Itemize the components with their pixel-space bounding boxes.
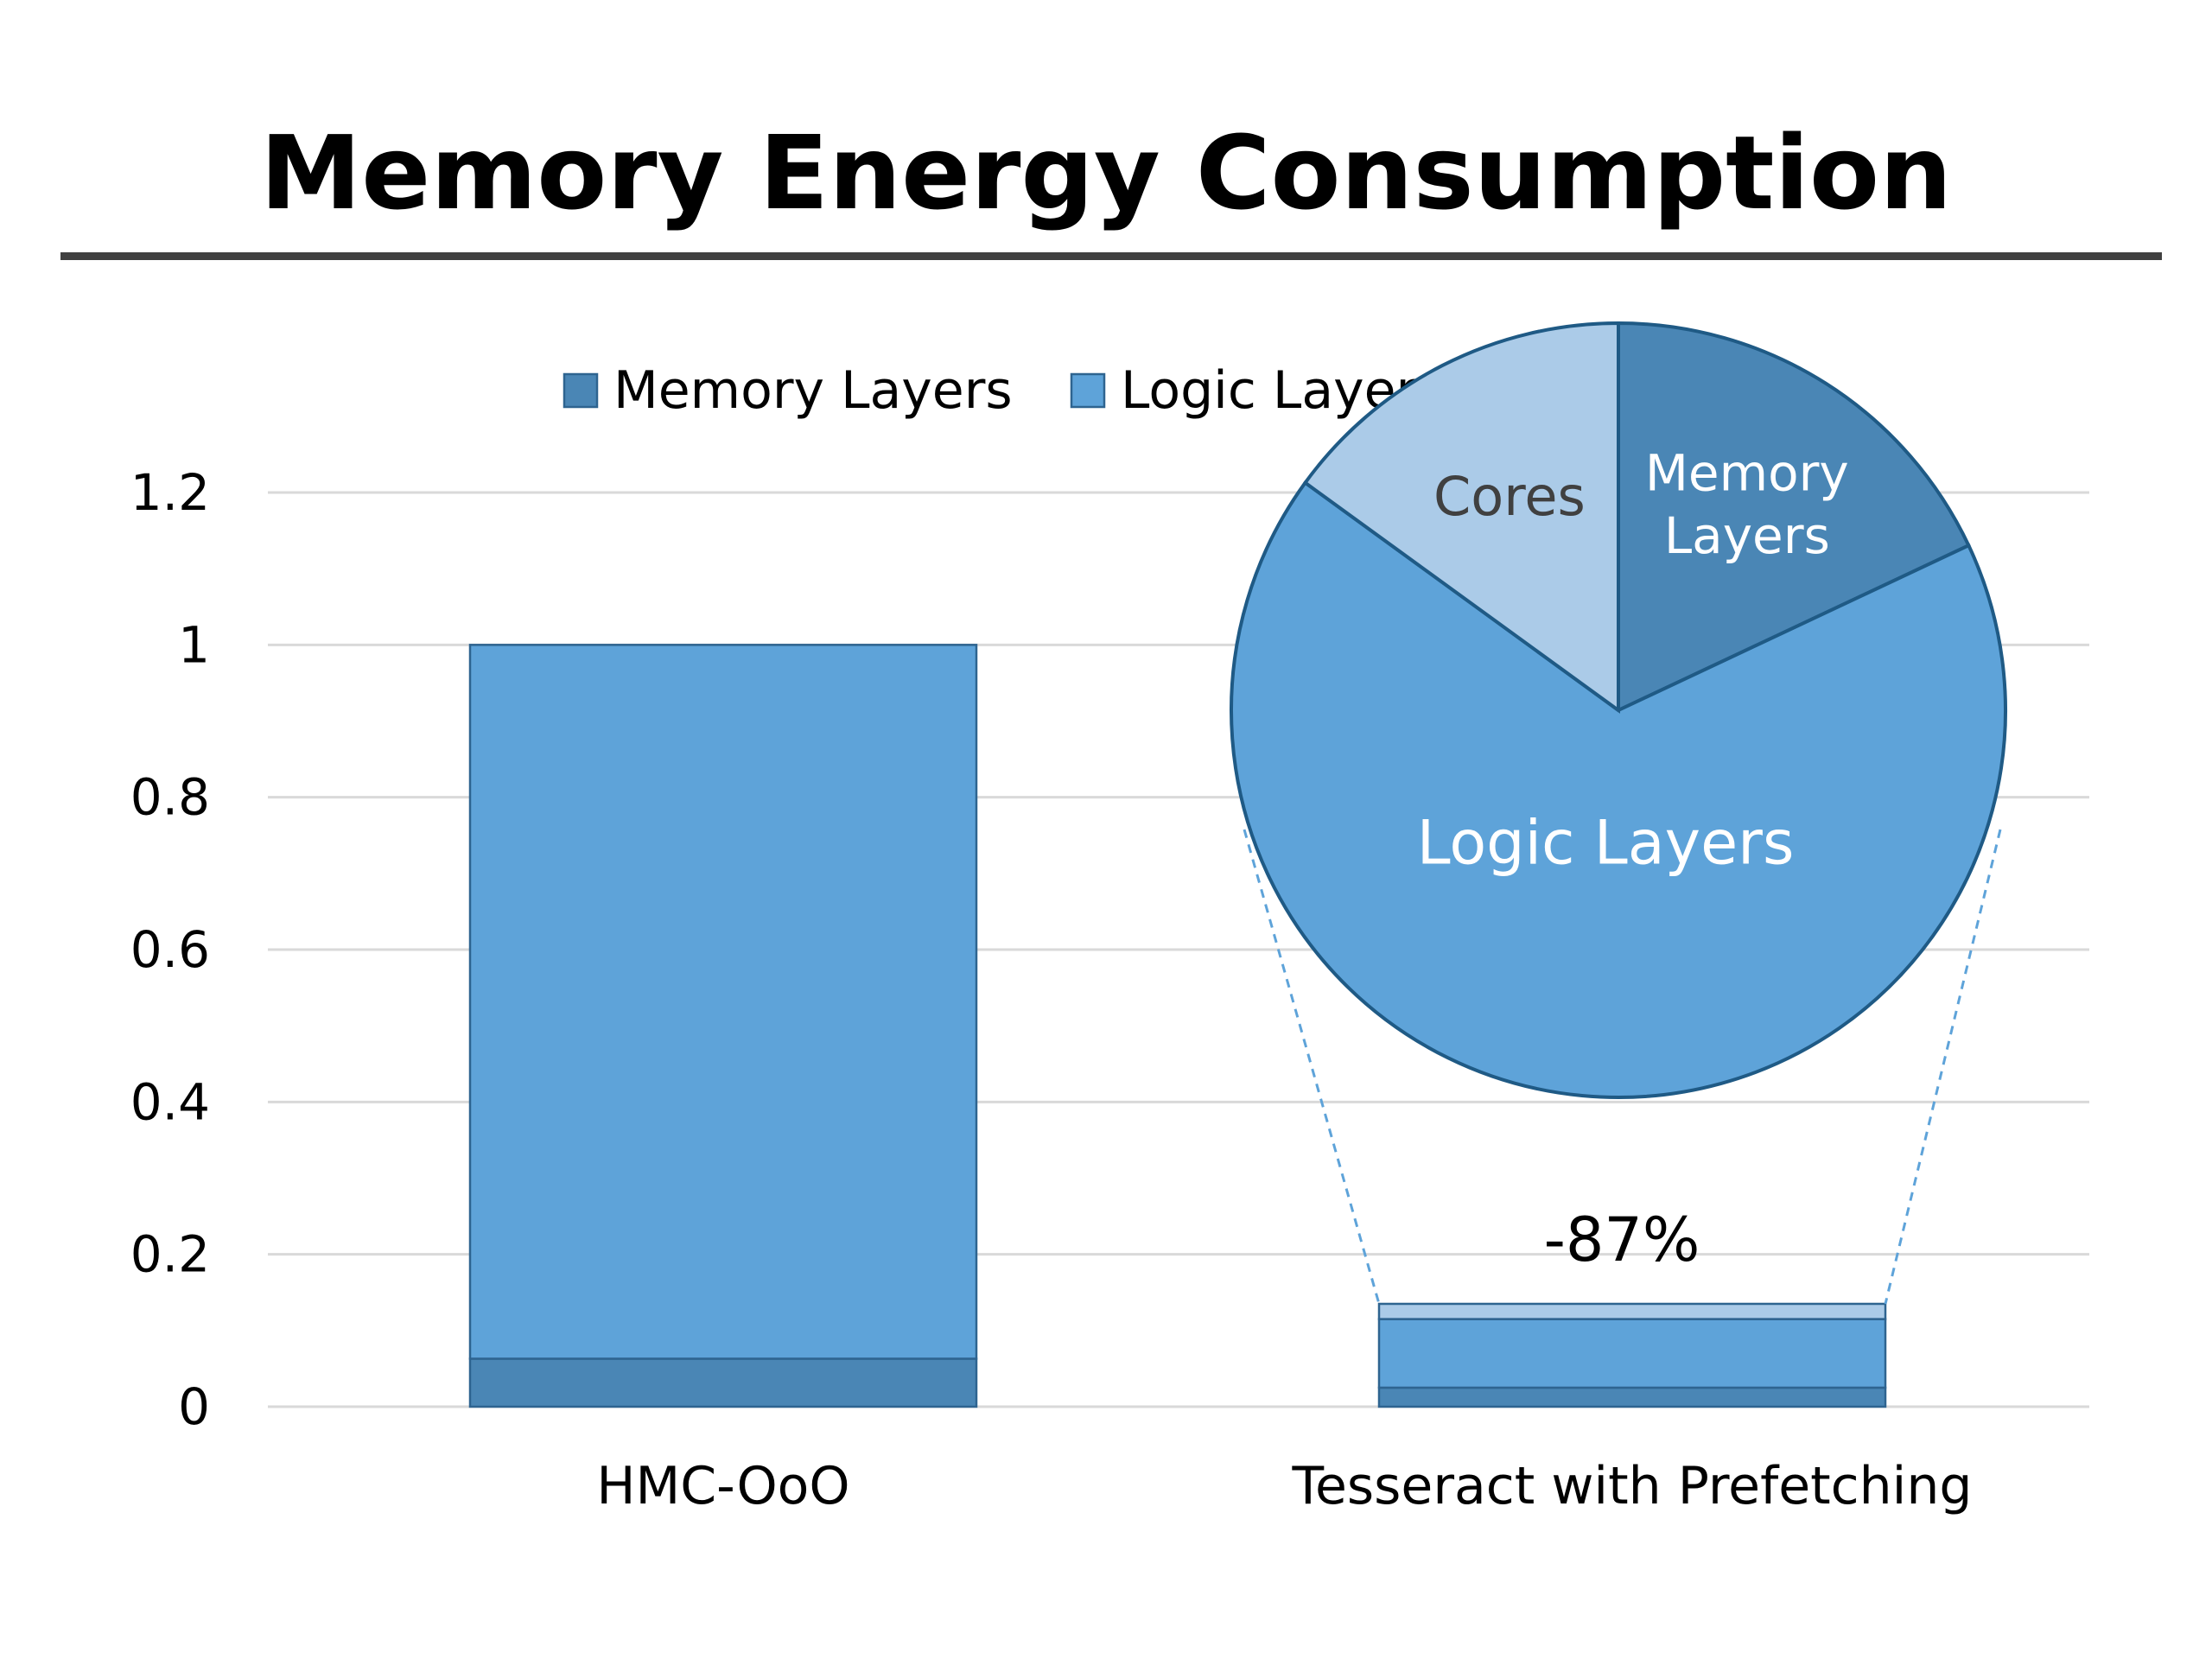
bar-1-cores xyxy=(1377,1302,1887,1320)
bar-0-memory-layers xyxy=(468,1357,978,1408)
zoom-connector-right xyxy=(1884,829,2002,1305)
legend-label-0: Memory Layers xyxy=(613,360,1013,421)
y-tick-label-1: 0.2 xyxy=(130,1225,210,1284)
pie-label-logic-layers: Logic Layers xyxy=(1417,808,1795,879)
bar-1-logic-layers xyxy=(1377,1318,1887,1389)
title-divider xyxy=(60,252,2162,260)
bar-0-logic-layers xyxy=(468,644,978,1360)
y-tick-label-6: 1.2 xyxy=(130,463,210,522)
y-tick-label-4: 0.8 xyxy=(130,768,210,827)
zoom-connector-left xyxy=(1243,829,1381,1305)
pie-label-cores: Cores xyxy=(1433,465,1586,528)
pie-slice-logic-layers xyxy=(1229,480,2007,1099)
pie-slice-cores xyxy=(1302,321,1620,714)
y-tick-label-0: 0 xyxy=(178,1377,210,1436)
bar-1-memory-layers xyxy=(1377,1386,1887,1408)
y-tick-label-2: 0.4 xyxy=(130,1072,210,1131)
x-category-label-0: HMC-OoO xyxy=(596,1456,849,1516)
x-category-label-1: Tesseract with Prefetching xyxy=(1292,1456,1973,1516)
page-title: Memory Energy Consumption xyxy=(259,113,1953,232)
legend-swatch-0 xyxy=(563,372,599,409)
legend-swatch-1 xyxy=(1070,372,1106,409)
pie-slice-memory-layers xyxy=(1617,321,1972,714)
reduction-annotation: -87% xyxy=(1544,1205,1700,1275)
y-tick-label-5: 1 xyxy=(178,615,210,674)
y-tick-label-3: 0.6 xyxy=(130,920,210,979)
